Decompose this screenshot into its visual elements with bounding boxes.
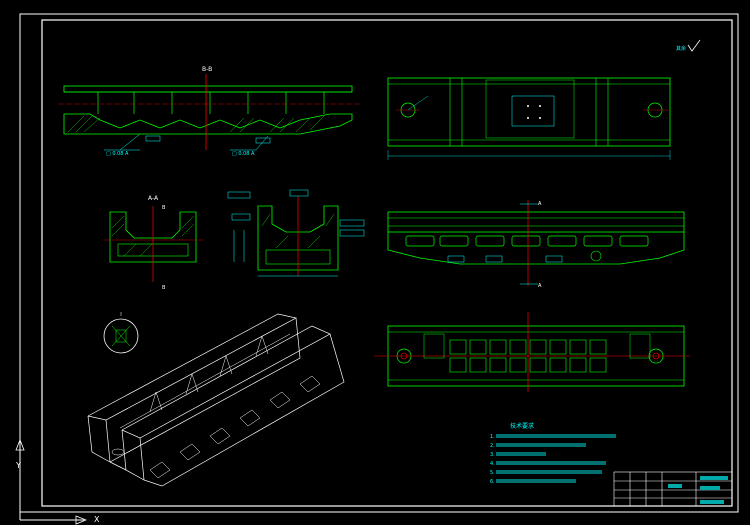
svg-text:6.: 6. (490, 479, 495, 485)
svg-text:1.: 1. (490, 434, 495, 440)
label-bb: B-B (202, 66, 212, 73)
svg-text:□ 0.08 A: □ 0.08 A (232, 151, 255, 157)
svg-text:4.: 4. (490, 461, 495, 467)
technical-notes: 技术要求 1. 2. 3. 4. 5. 6. (490, 422, 616, 485)
svg-text:3.: 3. (490, 452, 495, 458)
outer-frame (19, 13, 739, 513)
svg-text:2.: 2. (490, 443, 495, 449)
title-block (613, 471, 733, 507)
axis-y-label: Y (15, 461, 21, 470)
axis-x-label: X (94, 515, 100, 524)
view-aa-section: A-A B B (104, 195, 204, 291)
label-aa: A-A (148, 195, 159, 202)
view-isometric (87, 313, 345, 487)
svg-text:B: B (162, 205, 166, 211)
detail-circle (103, 312, 139, 354)
svg-text:B: B (162, 285, 166, 291)
svg-text:5.: 5. (490, 470, 495, 476)
view-front-elevation: A A (387, 200, 685, 289)
svg-text:其余: 其余 (676, 45, 686, 52)
view-cross-section-detail (227, 189, 365, 277)
view-bottom-plan (374, 312, 690, 392)
inner-frame (41, 19, 733, 507)
svg-text:技术要求: 技术要求 (510, 422, 534, 430)
svg-text:A: A (538, 283, 542, 289)
svg-text:A: A (538, 201, 542, 207)
roughness-symbol: 其余 (676, 39, 701, 52)
svg-text:□ 0.08 A: □ 0.08 A (106, 151, 129, 157)
ucs-axis-icon: Y X (15, 438, 100, 525)
view-bb-section: B-B (58, 66, 360, 157)
view-top-plan (387, 77, 671, 160)
